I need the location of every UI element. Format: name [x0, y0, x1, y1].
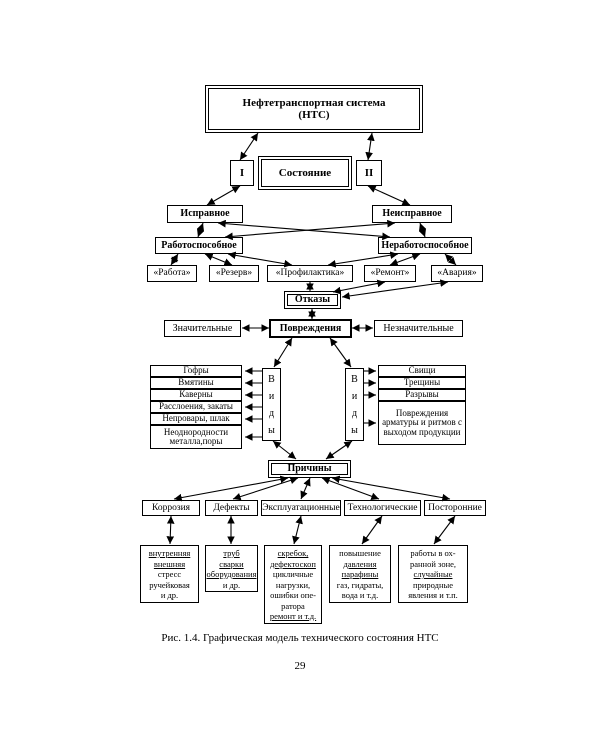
cause-detail-defects: труб сварки оборудования и др.	[205, 545, 258, 592]
detail-line: природные	[413, 579, 453, 590]
cause-detail-technological: повышение давления парафины газ, гидраты…	[329, 545, 391, 603]
serviceable-box: Исправное	[167, 205, 243, 223]
detail-line: скребок,	[277, 548, 309, 558]
detail-line: труб	[223, 548, 240, 558]
mode-box-accident: «Авария»	[431, 265, 483, 282]
detail-line: ранной зоне,	[409, 558, 457, 569]
detail-line: давления	[343, 558, 377, 569]
left-type-row: Вмятины	[150, 377, 242, 389]
left-type-row: Непровары, шлак	[150, 413, 242, 425]
types-letter: ы	[268, 424, 275, 436]
mode-box-work: «Работа»	[147, 265, 197, 282]
operable-box: Работоспособное	[155, 237, 243, 254]
detail-line: явления и т.п.	[408, 590, 458, 600]
detail-line: нагрузки,	[275, 579, 311, 590]
right-type-row: Разрывы	[378, 389, 466, 401]
faulty-box: Неисправное	[372, 205, 452, 223]
types-letter: В	[351, 373, 358, 385]
left-type-row: Гофры	[150, 365, 242, 377]
damages-box: Повреждения	[269, 319, 352, 338]
significant-box: Значительные	[164, 320, 241, 337]
detail-line: оборудования	[206, 569, 257, 579]
detail-line: парафины	[341, 569, 379, 579]
state-roman-i-box: I	[230, 160, 254, 186]
right-type-row: Повреждения арматуры и ритмов с выходом …	[378, 401, 466, 445]
cause-detail-external: работы в ох- ранной зоне, случайные прир…	[398, 545, 468, 603]
figure-caption: Рис. 1.4. Графическая модель техническог…	[161, 632, 439, 644]
types-letter: и	[351, 390, 358, 402]
cause-category-operational: Эксплуатационные	[261, 500, 341, 516]
mode-box-repair: «Ремонт»	[364, 265, 416, 282]
detail-line: работы в ох-	[410, 548, 456, 558]
types-letter: и	[268, 390, 275, 402]
detail-line: и др.	[160, 590, 179, 600]
detail-line: дефектоскоп	[270, 558, 316, 569]
detail-line: случайные	[413, 569, 453, 579]
cause-category-external: Посторонние	[424, 500, 486, 516]
cause-detail-corrosion: внутренняя внешняя стресс ручейковая и д…	[140, 545, 199, 603]
cause-detail-operational: скребок, дефектоскоп цикличные нагрузки,…	[264, 545, 322, 624]
types-letter: д	[268, 407, 275, 419]
detail-line: сварки	[219, 558, 244, 569]
left-type-row: Расслоения, закаты	[150, 401, 242, 413]
detail-line: ратора	[281, 600, 305, 611]
page-number: 29	[294, 660, 306, 672]
detail-line: газ, гидраты,	[336, 579, 384, 590]
left-type-row: Каверны	[150, 389, 242, 401]
mode-box-maintenance: «Профилактика»	[267, 265, 353, 282]
detail-line: и др.	[222, 579, 241, 590]
cause-category-technological: Технологические	[344, 500, 421, 516]
state-box: Состояние	[258, 156, 352, 190]
right-type-row: Трещины	[378, 377, 466, 389]
causes-box: Причины	[268, 460, 351, 478]
types-letter: В	[268, 373, 275, 385]
detail-line: стресс	[157, 569, 182, 579]
types-label-left: В и д ы	[262, 368, 281, 441]
cause-category-defects: Дефекты	[205, 500, 258, 516]
failures-box: Отказы	[284, 291, 341, 309]
insignificant-box: Незначительные	[374, 320, 463, 337]
mode-box-reserve: «Резерв»	[209, 265, 259, 282]
detail-line: внешняя	[153, 558, 186, 569]
inoperable-box: Неработоспособное	[378, 237, 472, 254]
root-line-1: Нефтетранспортная система	[242, 96, 386, 109]
root-box-nts: Нефтетранспортная система (НТС)	[205, 85, 423, 133]
detail-line: ошибки опе-	[270, 590, 316, 600]
left-type-row: Неоднородности металла,поры	[150, 425, 242, 449]
detail-line: ручейковая	[149, 579, 190, 590]
detail-line: ремонт и т.д.	[269, 611, 317, 621]
detail-line: цикличные	[272, 569, 314, 579]
detail-line: вода и т.д.	[341, 590, 379, 600]
types-letter: д	[351, 407, 358, 419]
detail-line: повышение	[339, 548, 381, 558]
types-letter: ы	[351, 424, 358, 436]
cause-category-corrosion: Коррозия	[142, 500, 200, 516]
root-line-2: (НТС)	[298, 109, 330, 121]
types-label-right: В и д ы	[345, 368, 364, 441]
state-roman-ii-box: II	[356, 160, 382, 186]
right-type-row: Свищи	[378, 365, 466, 377]
detail-line: внутренняя	[148, 548, 191, 558]
